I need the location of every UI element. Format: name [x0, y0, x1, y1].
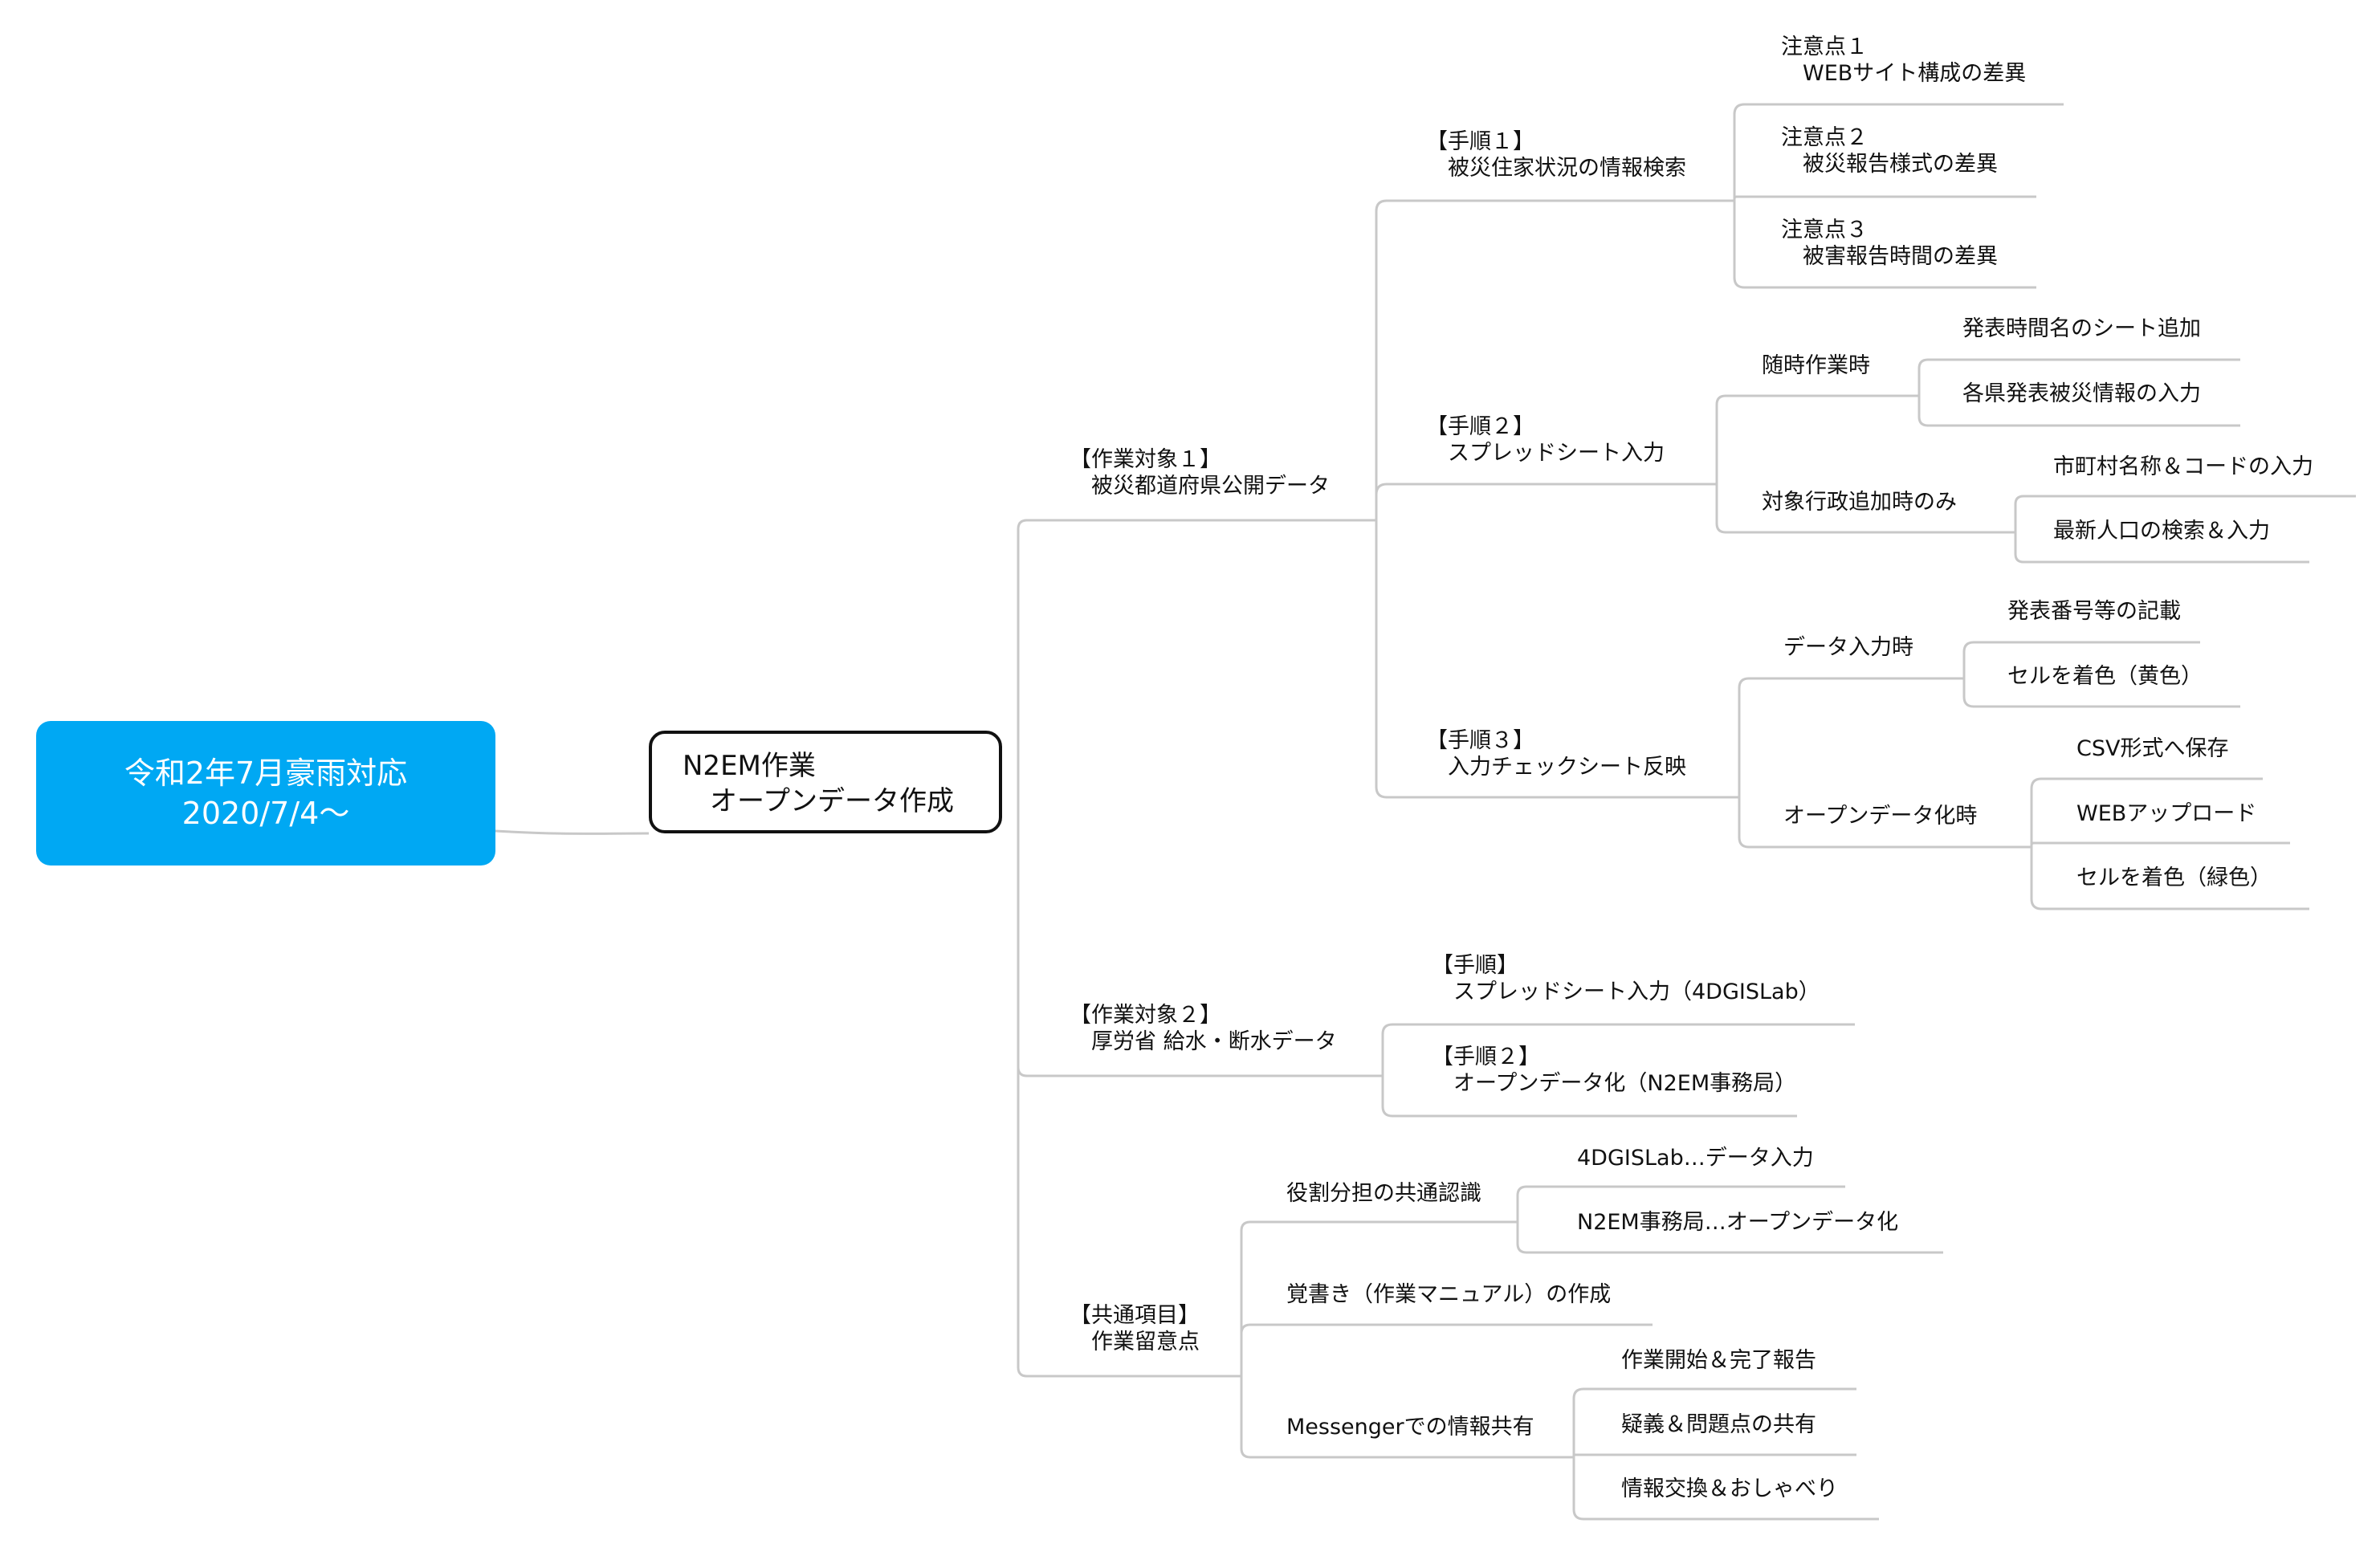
- root-to-center-line: [495, 829, 650, 835]
- topic-report[interactable]: 作業開始＆完了報告: [1621, 1348, 1816, 1373]
- topic-city-code[interactable]: 市町村名称＆コードの入力: [2053, 454, 2313, 479]
- topic-yellow[interactable]: セルを着色（黄色）: [2007, 664, 2203, 689]
- line-yellow: [1962, 678, 2240, 708]
- topic-chat[interactable]: 情報交換＆おしゃべり: [1621, 1476, 1838, 1501]
- topic-roles[interactable]: 役割分担の共通認識: [1286, 1181, 1481, 1206]
- line-messenger: [1240, 1376, 1574, 1459]
- topic-step2[interactable]: 【手順２】 スプレッドシート入力: [1426, 414, 1665, 466]
- line-admin-add: [1715, 484, 2015, 534]
- topic-step1[interactable]: 【手順１】 被災住家状況の情報検索: [1426, 129, 1686, 181]
- topic-target1[interactable]: 【作業対象１】 被災都道府県公開データ: [1070, 447, 1330, 499]
- topic-note3[interactable]: 注意点３ 被害報告時間の差異: [1781, 218, 1998, 269]
- line-opendata: [1738, 797, 2032, 849]
- line-questions: [1572, 1453, 1856, 1457]
- line-manual: [1240, 1323, 1653, 1376]
- line-lab-role: [1516, 1185, 1845, 1222]
- line-report: [1572, 1387, 1856, 1457]
- line-t2-step: [1381, 1023, 1855, 1076]
- root-topic-title: 令和2年7月豪雨対応: [124, 756, 408, 791]
- topic-admin-add[interactable]: 対象行政追加時のみ: [1762, 490, 1957, 515]
- root-topic-date: 2020/7/4～: [181, 796, 350, 831]
- line-announce-no: [1962, 641, 2200, 678]
- topic-questions[interactable]: 疑義＆問題点の共有: [1621, 1412, 1816, 1437]
- topic-anytime[interactable]: 随時作業時: [1762, 353, 1870, 378]
- central-topic[interactable]: N2EM作業 オープンデータ作成: [649, 731, 1002, 833]
- topic-common[interactable]: 【共通項目】 作業留意点: [1070, 1303, 1200, 1354]
- topic-web-upload[interactable]: WEBアップロード: [2076, 801, 2257, 826]
- topic-lab-role[interactable]: 4DGISLab…データ入力: [1577, 1146, 1814, 1171]
- line-step1: [1375, 199, 1734, 520]
- topic-target2[interactable]: 【作業対象２】 厚労省 給水・断水データ: [1070, 1003, 1337, 1054]
- line-city-code: [2014, 495, 2356, 532]
- line-population: [2014, 532, 2309, 564]
- topic-manual[interactable]: 覚書き（作業マニュアル）の作成: [1286, 1282, 1612, 1307]
- topic-n2em-role[interactable]: N2EM事務局…オープンデータ化: [1577, 1210, 1899, 1235]
- topic-opendata[interactable]: オープンデータ化時: [1783, 804, 1978, 829]
- topic-green[interactable]: セルを着色（緑色）: [2076, 865, 2272, 890]
- line-note2: [1733, 195, 2036, 201]
- line-green: [2030, 847, 2309, 910]
- line-step2: [1375, 483, 1717, 520]
- line-anytime: [1715, 394, 1919, 484]
- topic-note1[interactable]: 注意点１ WEBサイト構成の差異: [1781, 35, 2027, 86]
- line-chat: [1572, 1457, 1879, 1521]
- topic-csv[interactable]: CSV形式へ保存: [2076, 736, 2229, 761]
- line-t2-step2: [1381, 1076, 1797, 1118]
- line-note1: [1733, 103, 2064, 201]
- line-roles: [1240, 1220, 1518, 1376]
- root-topic[interactable]: 令和2年7月豪雨対応 2020/7/4～: [36, 721, 495, 865]
- topic-announce-no[interactable]: 発表番号等の記載: [2007, 599, 2181, 624]
- line-web-upload: [2030, 841, 2290, 847]
- line-note3: [1733, 201, 2036, 289]
- topic-sheet-add[interactable]: 発表時間名のシート追加: [1962, 316, 2201, 341]
- line-target1: [1017, 519, 1376, 833]
- topic-data-input[interactable]: データ入力時: [1783, 635, 1913, 660]
- topic-messenger[interactable]: Messengerでの情報共有: [1286, 1415, 1534, 1440]
- topic-pref-input[interactable]: 各県発表被災情報の入力: [1962, 381, 2201, 406]
- topic-note2[interactable]: 注意点２ 被災報告様式の差異: [1781, 125, 1998, 177]
- topic-population[interactable]: 最新人口の検索＆入力: [2053, 519, 2270, 544]
- line-sheet-add: [1917, 358, 2240, 396]
- topic-t2-step2[interactable]: 【手順２】 オープンデータ化（N2EM事務局）: [1432, 1045, 1797, 1096]
- line-n2em-role: [1516, 1222, 1943, 1254]
- topic-step3[interactable]: 【手順３】 入力チェックシート反映: [1426, 728, 1686, 780]
- line-pref-input: [1917, 396, 2240, 427]
- line-common: [1017, 833, 1241, 1378]
- line-step3: [1375, 520, 1739, 799]
- line-csv: [2030, 777, 2263, 847]
- topic-t2-step[interactable]: 【手順】 スプレッドシート入力（4DGISLab）: [1432, 953, 1820, 1004]
- line-data-input: [1738, 677, 1964, 797]
